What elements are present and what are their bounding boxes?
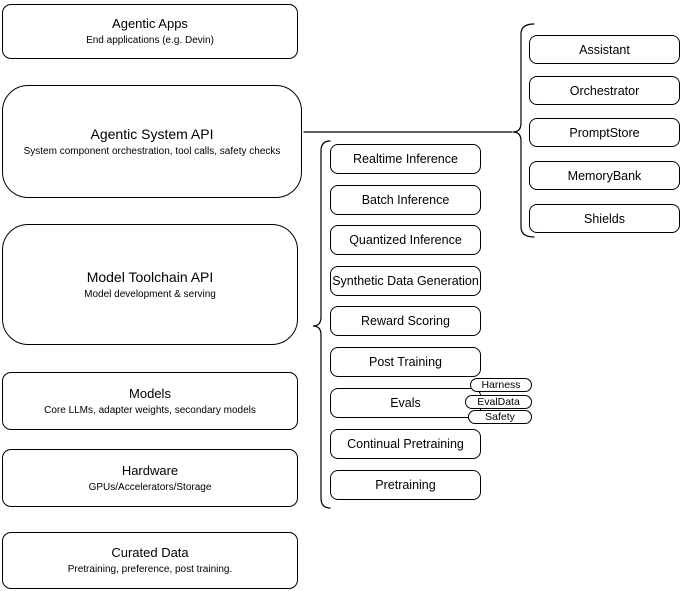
node-shields: Shields	[529, 204, 680, 233]
node-subtitle: Model development & serving	[84, 288, 216, 300]
node-agentic-apps: Agentic Apps End applications (e.g. Devi…	[2, 4, 298, 59]
node-label: Shields	[584, 211, 625, 226]
node-title: Agentic Apps	[112, 16, 188, 31]
tag-harness: Harness	[470, 378, 532, 392]
node-title: Hardware	[121, 462, 179, 478]
node-label: Pretraining	[375, 478, 436, 492]
node-realtime-inference: Realtime Inference	[330, 144, 481, 174]
node-curated-data: Curated Data Pretraining, preference, po…	[2, 532, 298, 589]
node-label: PromptStore	[569, 125, 640, 140]
node-title: Model Toolchain API	[86, 268, 214, 285]
node-subtitle: End applications (e.g. Devin)	[86, 35, 214, 46]
node-title: Curated Data	[111, 545, 189, 560]
node-agentic-system-api: Agentic System API System component orch…	[2, 85, 302, 198]
node-subtitle: GPUs/Accelerators/Storage	[88, 481, 212, 493]
node-pretraining: Pretraining	[330, 470, 481, 500]
tag-safety: Safety	[468, 410, 532, 424]
tag-label: Harness	[481, 378, 521, 391]
node-orchestrator: Orchestrator	[529, 76, 680, 105]
node-promptstore: PromptStore	[529, 118, 680, 147]
node-quantized-inference: Quantized Inference	[330, 225, 481, 255]
node-continual-pretraining: Continual Pretraining	[330, 429, 481, 459]
tag-label: EvalData	[477, 395, 520, 408]
node-model-toolchain-api: Model Toolchain API Model development & …	[2, 224, 298, 345]
node-label: Reward Scoring	[361, 314, 450, 328]
node-title: Models	[129, 385, 171, 401]
node-label: Batch Inference	[361, 193, 450, 207]
node-memorybank: MemoryBank	[529, 161, 680, 190]
tag-label: Safety	[485, 410, 515, 423]
toolchain-brace	[312, 140, 331, 509]
node-subtitle: System component orchestration, tool cal…	[23, 145, 281, 157]
node-label: Assistant	[579, 42, 630, 57]
node-title: Agentic System API	[90, 125, 214, 142]
node-post-training: Post Training	[330, 347, 481, 377]
node-label: Synthetic Data Generation	[332, 274, 479, 288]
node-label: Post Training	[369, 355, 442, 369]
node-models: Models Core LLMs, adapter weights, secon…	[2, 372, 298, 430]
node-synthetic-data-generation: Synthetic Data Generation	[330, 266, 481, 296]
node-label: MemoryBank	[567, 168, 642, 183]
node-assistant: Assistant	[529, 35, 680, 64]
node-subtitle: Core LLMs, adapter weights, secondary mo…	[44, 404, 256, 416]
node-label: Evals	[390, 396, 421, 410]
node-batch-inference: Batch Inference	[330, 185, 481, 215]
node-label: Orchestrator	[569, 83, 640, 98]
node-label: Realtime Inference	[353, 152, 458, 166]
node-label: Quantized Inference	[349, 233, 462, 247]
node-hardware: Hardware GPUs/Accelerators/Storage	[2, 449, 298, 507]
node-evals: Evals	[330, 388, 481, 418]
node-reward-scoring: Reward Scoring	[330, 306, 481, 336]
node-subtitle: Pretraining, preference, post training.	[67, 564, 233, 575]
tag-evaldata: EvalData	[465, 395, 532, 409]
node-label: Continual Pretraining	[347, 437, 464, 451]
